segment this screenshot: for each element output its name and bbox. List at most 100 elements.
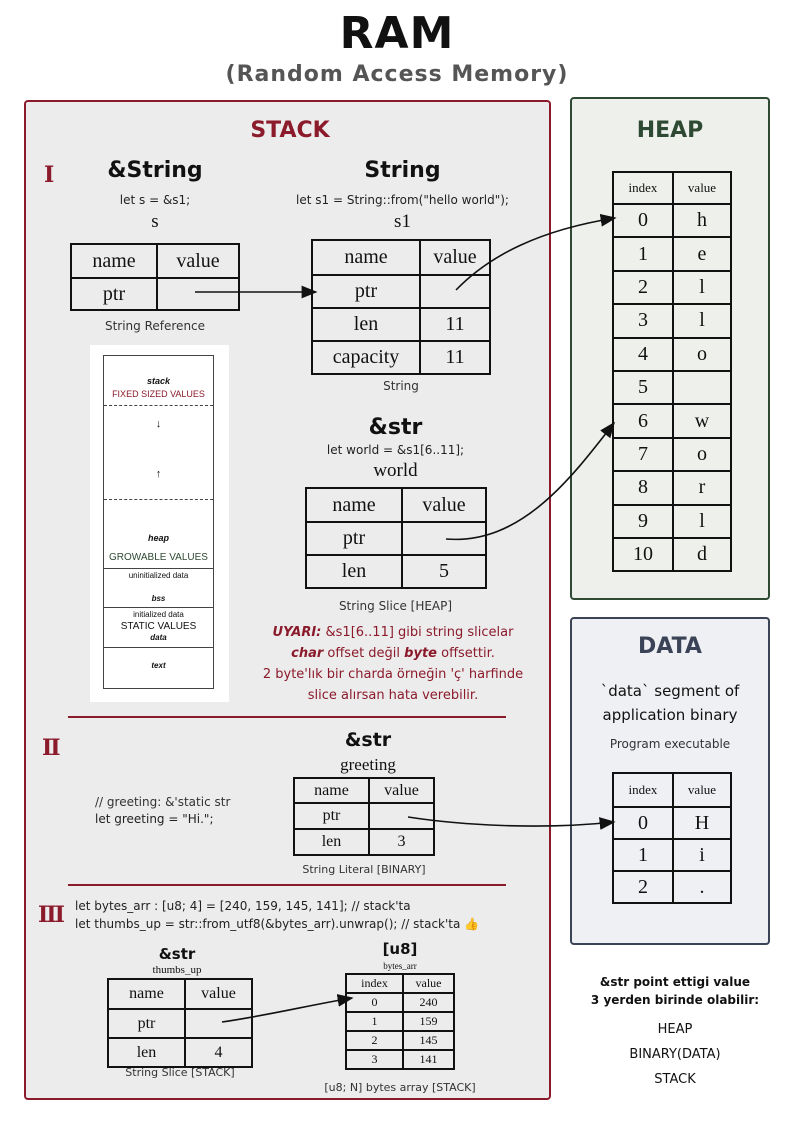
data-desc-2: application binary	[602, 706, 738, 724]
arrow-string-to-heap-h	[455, 213, 617, 291]
bytes-arr-var: bytes_arr	[383, 961, 417, 971]
heap-value-6: w	[672, 403, 732, 439]
note-line-1: &str point ettigi value	[599, 975, 751, 989]
section-2-type-title: &str	[344, 729, 392, 751]
mem-uninit-label: uninitialized data	[128, 571, 189, 580]
thumbs-up-ptr-name: ptr	[107, 1008, 186, 1039]
data-title: DATA	[638, 634, 702, 659]
arrow-down-icon: ↓	[155, 418, 162, 430]
data-desc-3: Program executable	[609, 737, 731, 751]
heap-value-10: d	[672, 536, 732, 573]
string-var: s1	[394, 211, 411, 232]
greeting-caption: String Literal [BINARY]	[302, 863, 426, 876]
heap-index-2: 2	[612, 269, 674, 306]
data-value-1: i	[672, 838, 732, 872]
page-title: RAM	[339, 8, 455, 59]
heap-value-1: e	[672, 236, 732, 272]
bytes-arr-index-0: 0	[345, 992, 404, 1013]
section-3-code-2: let thumbs_up = str::from_utf8(&bytes_ar…	[75, 917, 461, 931]
arrow-thumbs-to-bytes	[221, 994, 354, 1023]
greeting-len-name: len	[293, 828, 370, 856]
data-desc-1: `data` segment of	[600, 682, 740, 700]
note-item-binary: BINARY(DATA)	[629, 1047, 721, 1062]
heap-value-5	[672, 369, 732, 406]
str-slice-header-value: value	[401, 487, 487, 523]
stack-title: STACK	[250, 118, 330, 143]
warning-line-3: 2 byte'lık bir charda örneğin 'ç' harfin…	[262, 667, 524, 682]
string-code: let s1 = String::from("hello world");	[296, 193, 509, 207]
str-slice-len-name: len	[305, 554, 403, 589]
bytes-arr-header-value: value	[402, 973, 455, 994]
heap-index-1: 1	[612, 236, 674, 272]
warning-line-4: slice alırsan hata verebilir.	[307, 688, 479, 703]
heap-value-2: l	[672, 269, 732, 306]
heap-header-index: index	[612, 171, 674, 205]
heap-value-0: h	[672, 202, 732, 239]
string-ref-header-value: value	[156, 243, 240, 279]
str-slice-ptr-name: ptr	[305, 521, 403, 556]
bytes-arr-type-title: [u8]	[382, 940, 418, 958]
section-2-comment: // greeting: &'static str	[95, 795, 231, 809]
data-value-2: .	[672, 870, 732, 904]
heap-index-6: 6	[612, 403, 674, 439]
page-subtitle: (Random Access Memory)	[225, 62, 569, 87]
section-divider-1	[68, 716, 506, 718]
data-index-2: 2	[612, 870, 674, 904]
greeting-ptr-name: ptr	[293, 802, 370, 830]
bytes-arr-header-index: index	[345, 973, 404, 994]
mem-bss-label: bss	[151, 594, 166, 603]
heap-index-5: 5	[612, 369, 674, 406]
data-value-0: H	[672, 806, 732, 840]
string-header-name: name	[311, 239, 421, 276]
str-slice-type-title: &str	[368, 415, 423, 440]
heap-value-8: r	[672, 470, 732, 506]
string-capacity-name: capacity	[311, 340, 421, 375]
data-region	[570, 617, 770, 945]
str-slice-len-value: 5	[401, 554, 487, 589]
data-index-1: 1	[612, 838, 674, 872]
heap-value-9: l	[672, 503, 732, 539]
data-index-0: 0	[612, 806, 674, 840]
thumbs-up-icon: 👍	[464, 917, 480, 931]
data-header-value: value	[672, 772, 732, 808]
data-header-index: index	[612, 772, 674, 808]
thumbs-up-caption: String Slice [STACK]	[125, 1066, 235, 1079]
note-item-heap: HEAP	[657, 1022, 693, 1037]
mem-text-label: text	[151, 661, 166, 670]
data-row-2: 2.	[612, 870, 732, 904]
thumbs-up-len-value: 4	[184, 1037, 253, 1068]
string-len-name: len	[311, 307, 421, 342]
string-caption: String	[383, 379, 419, 393]
section-2-marker: II	[42, 735, 61, 761]
arrow-greeting-to-data-h	[407, 816, 616, 830]
warning-byte: byte	[404, 646, 437, 661]
memory-layout-diagram: stack FIXED SIZED VALUES ↓ ↑ heap GROWAB…	[90, 345, 229, 702]
heap-index-10: 10	[612, 536, 674, 573]
bytes-arr-index-3: 3	[345, 1049, 404, 1070]
string-ref-header-name: name	[70, 243, 158, 279]
greeting-header-name: name	[293, 777, 370, 804]
string-ref-ptr-name: ptr	[70, 277, 158, 311]
string-type-title: String	[364, 158, 441, 183]
warning-char: char	[291, 646, 324, 661]
heap-title: HEAP	[636, 118, 704, 143]
string-ref-caption: String Reference	[104, 319, 206, 333]
heap-index-3: 3	[612, 303, 674, 339]
bytes-arr-value-0: 240	[402, 992, 455, 1013]
note-line-2: 3 yerden birinde olabilir:	[590, 993, 760, 1007]
arrow-up-icon: ↑	[155, 468, 162, 480]
heap-value-7: o	[672, 436, 732, 473]
mem-heap-label: heap	[147, 533, 169, 543]
thumbs-up-header-value: value	[184, 978, 253, 1010]
